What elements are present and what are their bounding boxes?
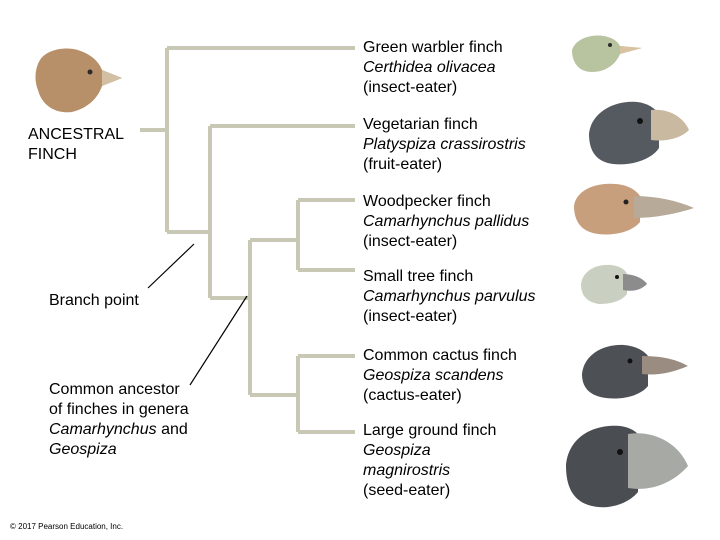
common-cactus-finch-icon	[582, 344, 688, 399]
species-common-name: Vegetarian finch	[363, 116, 478, 133]
species-common-name: Large ground finch	[363, 422, 497, 439]
woodpecker-finch-icon	[574, 183, 694, 235]
species-label-common-cactus: Common cactus finch Geospiza scandens (c…	[363, 346, 578, 406]
common-ancestor-label: Common ancestor of finches in genera Cam…	[49, 380, 189, 460]
copyright-notice: © 2017 Pearson Education, Inc.	[10, 522, 124, 531]
ancestral-label-line2: FINCH	[28, 146, 77, 163]
species-diet: (insect-eater)	[363, 233, 458, 250]
branch-point-text: Branch point	[49, 292, 139, 309]
genus-geospiza: Geospiza	[49, 441, 117, 458]
species-common-name: Green warbler finch	[363, 39, 503, 56]
tree-branches	[140, 46, 355, 434]
species-common-name: Woodpecker finch	[363, 193, 491, 210]
species-scientific-name: Camarhynchus pallidus	[363, 213, 530, 230]
species-label-green-warbler: Green warbler finch Certhidea olivacea (…	[363, 38, 578, 98]
small-tree-finch-icon	[581, 264, 647, 304]
branch-point-label: Branch point	[49, 291, 139, 311]
species-scientific-name: Geospiza	[363, 442, 431, 459]
species-diet: (insect-eater)	[363, 79, 458, 96]
species-scientific-name: Platyspiza crassirostris	[363, 136, 526, 153]
and-word: and	[161, 421, 188, 438]
species-scientific-name: Camarhynchus parvulus	[363, 288, 536, 305]
species-label-small-tree: Small tree finch Camarhynchus parvulus (…	[363, 267, 578, 327]
common-ancestor-line2: of finches in genera	[49, 401, 189, 418]
species-diet: (fruit-eater)	[363, 156, 443, 173]
species-scientific-name: Certhidea olivacea	[363, 59, 496, 76]
large-ground-finch-icon	[566, 425, 688, 508]
species-label-vegetarian: Vegetarian finch Platyspiza crassirostri…	[363, 115, 578, 175]
green-warbler-finch-icon	[572, 35, 642, 72]
common-ancestor-line1: Common ancestor	[49, 381, 180, 398]
species-label-large-ground: Large ground finch Geospiza magnirostris…	[363, 421, 578, 501]
species-common-name: Common cactus finch	[363, 347, 517, 364]
common-ancestor-pointer	[189, 295, 248, 386]
ancestral-label-line1: ANCESTRAL	[28, 126, 125, 143]
genus-camarhynchus: Camarhynchus	[49, 421, 157, 438]
species-scientific-name: Geospiza scandens	[363, 367, 504, 384]
species-scientific-name-line2: magnirostris	[363, 462, 451, 479]
vegetarian-finch-icon	[589, 101, 689, 165]
species-diet: (cactus-eater)	[363, 387, 462, 404]
species-label-woodpecker: Woodpecker finch Camarhynchus pallidus (…	[363, 192, 578, 252]
species-common-name: Small tree finch	[363, 268, 474, 285]
ancestral-finch-icon	[35, 48, 122, 113]
branch-point-pointer	[147, 243, 195, 289]
species-diet: (insect-eater)	[363, 308, 458, 325]
ancestral-finch-label: ANCESTRAL FINCH	[28, 125, 124, 165]
species-diet: (seed-eater)	[363, 482, 451, 499]
